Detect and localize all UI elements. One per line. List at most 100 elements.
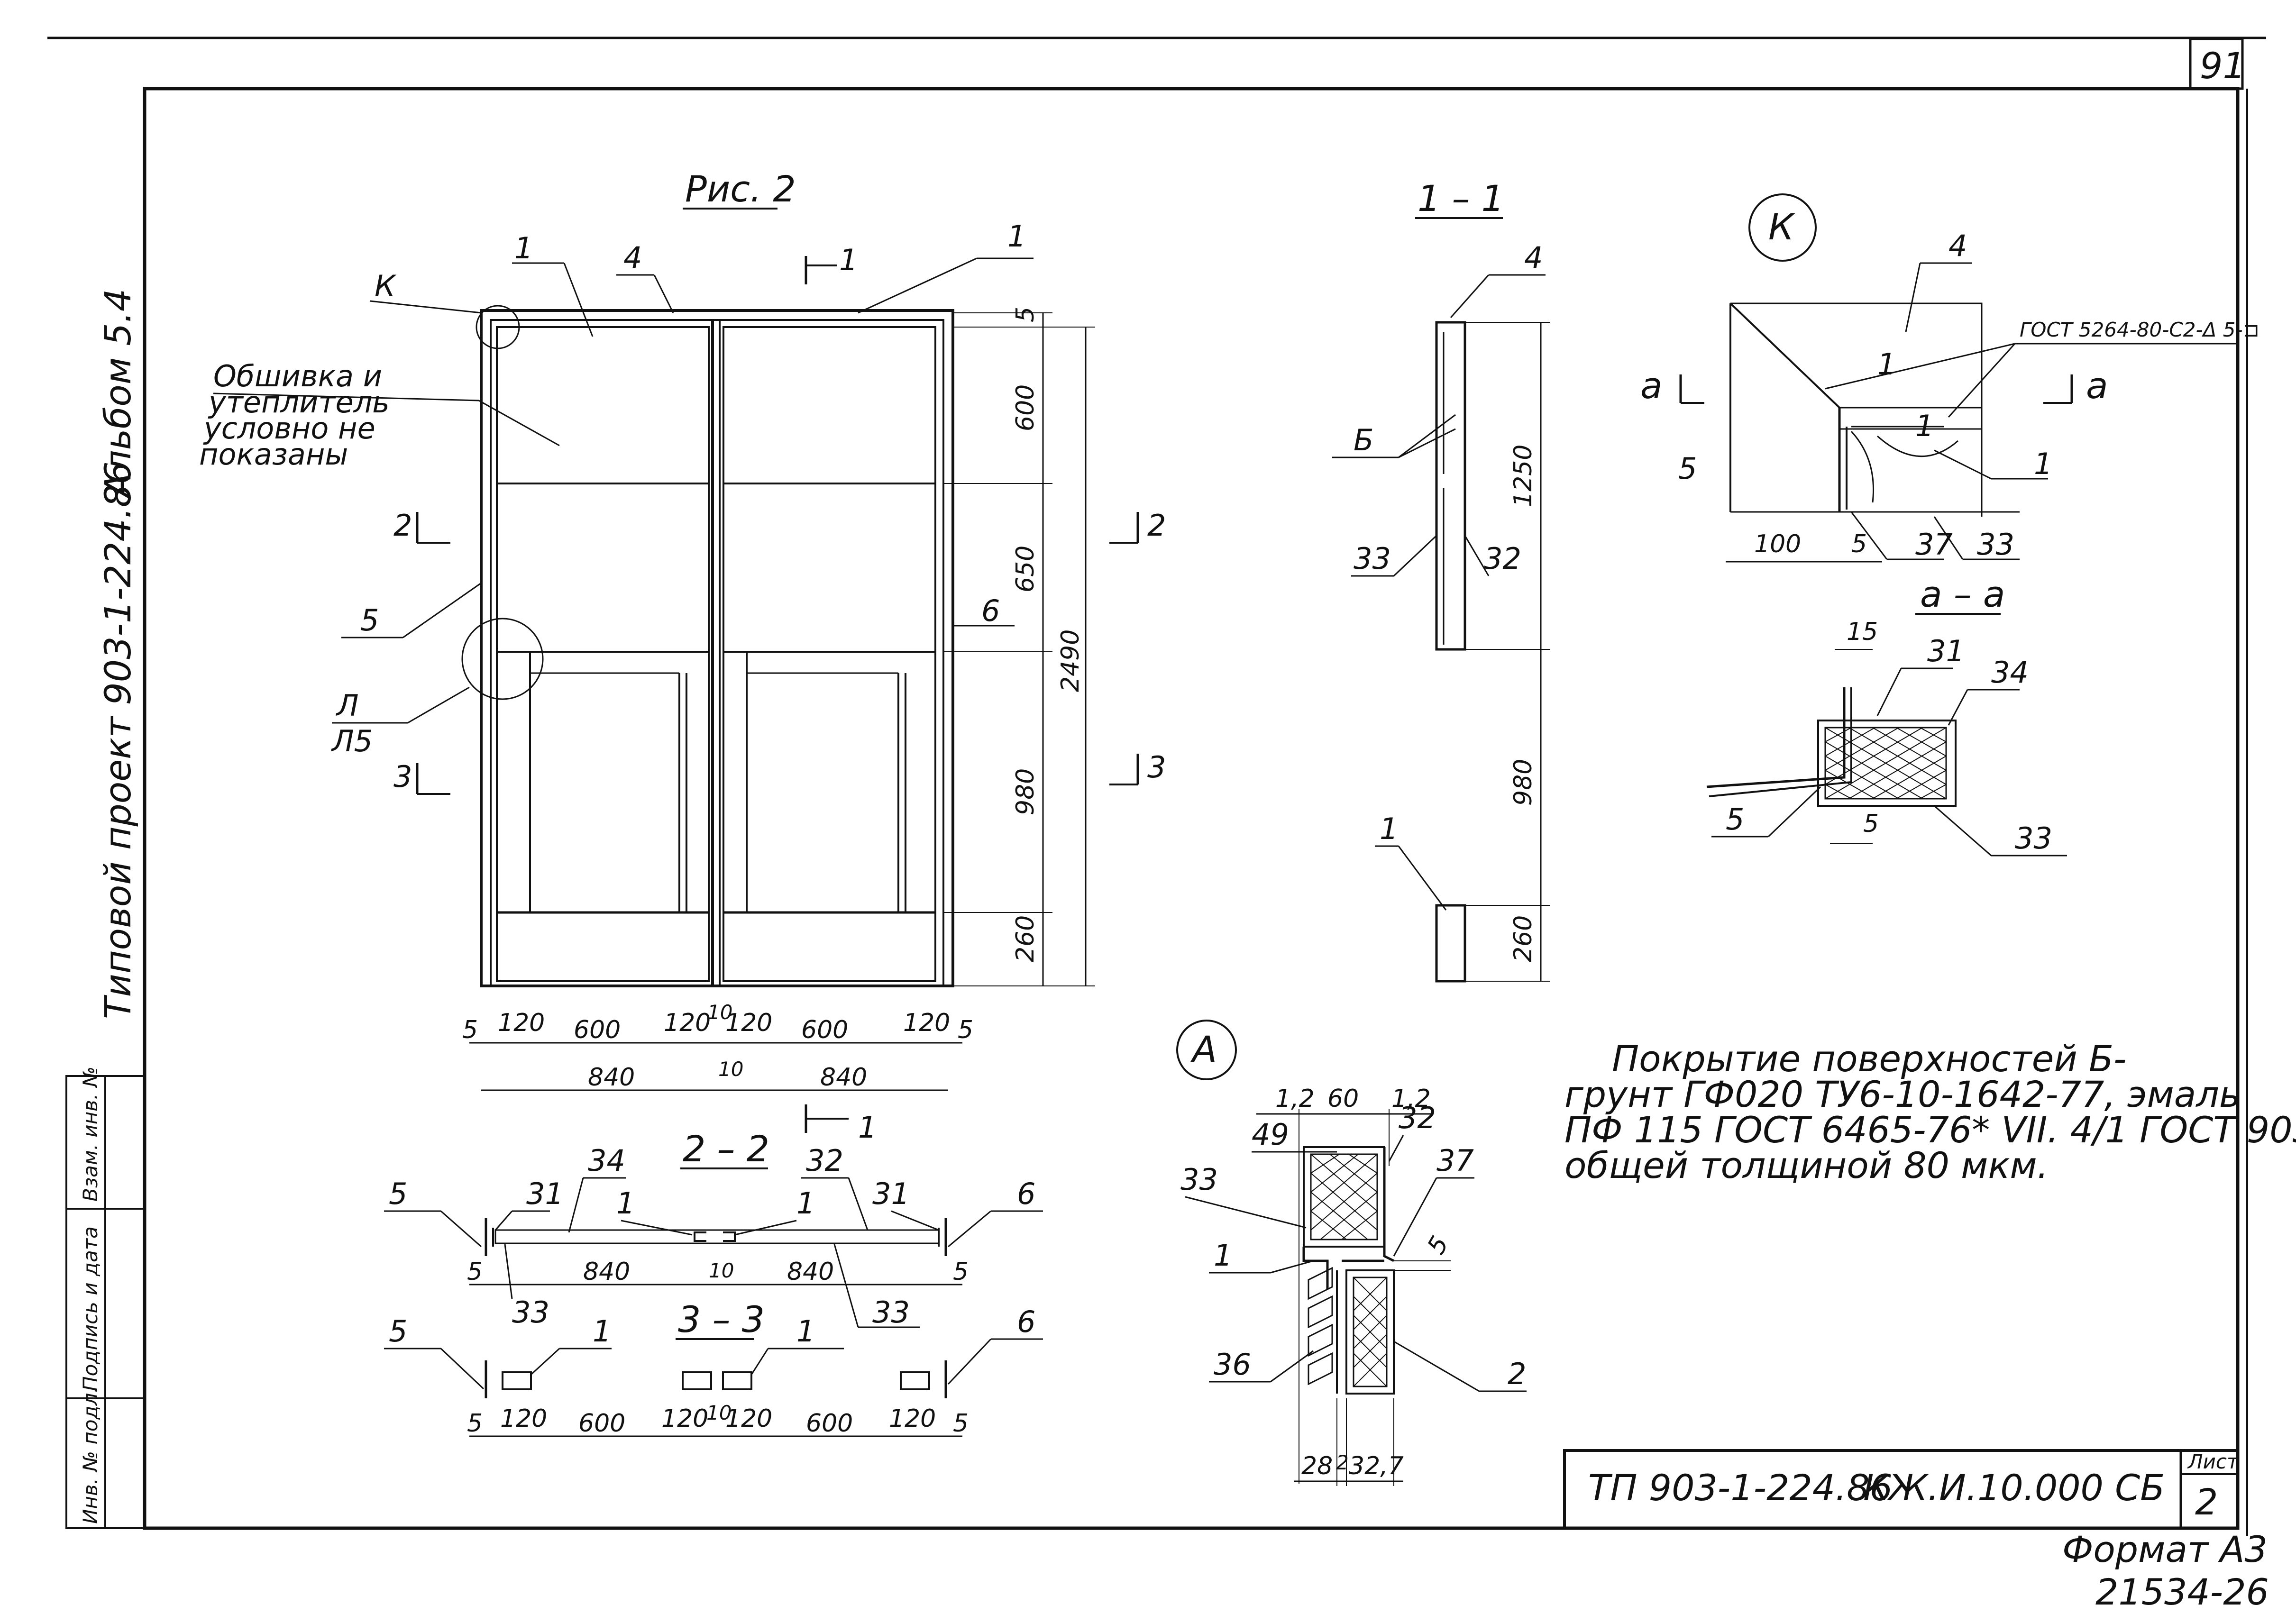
A-dim-1-2b: 1,2	[1391, 1085, 1431, 1113]
s11-dim-1250: 1250	[1509, 445, 1537, 507]
section-3-3-title: 3 – 3	[678, 1298, 765, 1340]
dim-b1-3: 120	[664, 1009, 711, 1037]
s33-dim-7: 120	[889, 1404, 936, 1433]
A-label-33: 33	[1180, 1162, 1218, 1197]
s22-label-33b: 33	[872, 1295, 910, 1330]
section-mark-2-left: 2	[393, 508, 412, 543]
A-gap-5: 5	[1422, 1231, 1454, 1259]
sheet-number: 91	[2200, 45, 2246, 87]
K-label-4: 4	[1948, 228, 1967, 263]
A-label-36: 36	[1214, 1347, 1251, 1382]
A-dim-1-2a: 1,2	[1275, 1085, 1315, 1113]
A-label-37: 37	[1436, 1143, 1474, 1178]
dim-b1-7: 120	[903, 1009, 950, 1037]
sheet-number-box: 91	[2189, 37, 2246, 90]
s33-label-1b: 1	[796, 1314, 815, 1349]
s22-label-5: 5	[389, 1176, 407, 1211]
s22-dim-10: 10	[709, 1259, 734, 1282]
stamp-inv: Инв. № подл.	[79, 1386, 102, 1524]
s22-dim-5a: 5	[467, 1258, 483, 1286]
project-label: Типовой проект 903-1-224.86	[97, 461, 139, 1019]
s22-label-33a: 33	[512, 1295, 549, 1330]
A-label-32: 32	[1399, 1101, 1436, 1135]
inventory-number: 21534-26	[2095, 1571, 2269, 1613]
dim-b1-5: 120	[725, 1009, 772, 1037]
dim-overall-2490: 2490	[1056, 629, 1085, 692]
s22-label-6: 6	[1017, 1176, 1035, 1211]
s22-label-32: 32	[806, 1143, 843, 1178]
dim-b1-0: 5	[462, 1016, 478, 1044]
section-3-3: 3 – 3 5 1 1 6 5 120 600 120 10 120 600 1…	[384, 1298, 1043, 1438]
section-1-1: 1 – 1 1250 980 260 4 Б 33 32 1	[1332, 177, 1550, 983]
elevation-view: Рис. 2 Обшивка и утеплитель условно	[199, 168, 1166, 1145]
s33-dim-2: 600	[578, 1409, 625, 1438]
s33-dim-1: 120	[500, 1404, 547, 1433]
section-a-a: а – а 31 34 5 33 15 5	[1706, 573, 2067, 857]
format-label: Формат А3	[2062, 1528, 2268, 1570]
s33-dim-3: 120	[661, 1404, 708, 1433]
K-label-1b: 1	[1915, 409, 1934, 443]
s33-dim-5: 120	[725, 1404, 772, 1433]
dim-right-5: 5	[1011, 307, 1040, 322]
elev-part-5: 5	[360, 603, 379, 638]
K-dim-5: 5	[1851, 530, 1867, 558]
K-label-37: 37	[1915, 527, 1953, 562]
s33-dim-6: 600	[806, 1409, 853, 1438]
dim-b2-2: 840	[820, 1063, 867, 1092]
A-dim-2: 2	[1336, 1451, 1349, 1474]
coating-line-2: грунт ГФ020 ТУ6-10-1642-77, эмаль	[1564, 1073, 2241, 1115]
s22-label-1a: 1	[616, 1186, 635, 1221]
section-mark-3-left: 3	[393, 759, 412, 794]
section-1-1-title: 1 – 1	[1418, 177, 1504, 219]
A-label-1: 1	[1214, 1238, 1232, 1273]
detail-K: К 4 ГОСТ 5264-80-С2-Δ 5-⊐ 1 1 1 5 33 37 …	[1640, 193, 2259, 563]
K-weld-spec: ГОСТ 5264-80-С2-Δ 5-⊐	[2020, 318, 2259, 341]
section-mark-1-bottom: 1	[858, 1110, 877, 1145]
dim-b1-4: 10	[707, 1001, 732, 1024]
note-line-1: Обшивка и	[213, 359, 382, 393]
aa-label-34: 34	[1991, 655, 2029, 690]
dim-b1-1: 120	[498, 1009, 545, 1037]
s11-label-B: Б	[1354, 423, 1374, 457]
section-2-2-title: 2 – 2	[683, 1128, 769, 1170]
callout-L-ref: Л5	[331, 724, 373, 758]
s22-label-31a: 31	[526, 1176, 564, 1211]
A-dim-28: 28	[1301, 1452, 1333, 1480]
section-mark-1-top: 1	[839, 243, 858, 277]
aa-dim-5: 5	[1863, 810, 1879, 838]
coating-note: Покрытие поверхностей Б- грунт ГФ020 ТУ6…	[1564, 1038, 2296, 1186]
dim-right-260: 260	[1011, 915, 1040, 962]
title-block: ТП 903-1-224.86 КЖ.И.10.000 СБ Лист 2	[1563, 1449, 2239, 1530]
title-project-code: ТП 903-1-224.86	[1588, 1467, 1893, 1509]
A-dim-32-7: 32,7	[1349, 1452, 1404, 1480]
s33-label-1a: 1	[593, 1314, 611, 1349]
s11-dim-980: 980	[1509, 759, 1537, 806]
section-2-2: 2 – 2 5 31 34 1 1 32 31 6 33 33 5	[384, 1128, 1043, 1330]
dim-right-980: 980	[1011, 768, 1040, 815]
s33-label-5: 5	[389, 1314, 407, 1349]
s33-dim-8: 5	[953, 1409, 969, 1438]
note-line-3: условно не	[203, 411, 375, 446]
aa-label-5: 5	[1726, 802, 1744, 837]
A-label-49: 49	[1252, 1117, 1289, 1152]
A-label-2: 2	[1508, 1357, 1526, 1391]
callout-K-label: К	[375, 269, 397, 303]
aa-label-33: 33	[2015, 821, 2052, 856]
s33-dim-4: 10	[706, 1401, 732, 1424]
stamp-sign: Подпись и дата	[79, 1226, 102, 1391]
K-label-5: 5	[1678, 451, 1697, 486]
drawing-frame	[143, 87, 2240, 1530]
note-line-2: утеплитель	[208, 385, 390, 419]
s22-label-31b: 31	[872, 1176, 910, 1211]
elev-part-1a: 1	[514, 231, 533, 265]
A-dim-60: 60	[1327, 1085, 1359, 1113]
s33-dim-0: 5	[467, 1409, 483, 1438]
s22-label-34: 34	[588, 1143, 625, 1178]
detail-K-title: К	[1768, 206, 1795, 248]
K-section-a-left: а	[1640, 365, 1663, 407]
dim-right-600: 600	[1011, 384, 1040, 431]
s22-label-1b: 1	[796, 1186, 815, 1221]
note-line-4: показаны	[199, 437, 348, 472]
s33-label-6: 6	[1017, 1304, 1035, 1339]
